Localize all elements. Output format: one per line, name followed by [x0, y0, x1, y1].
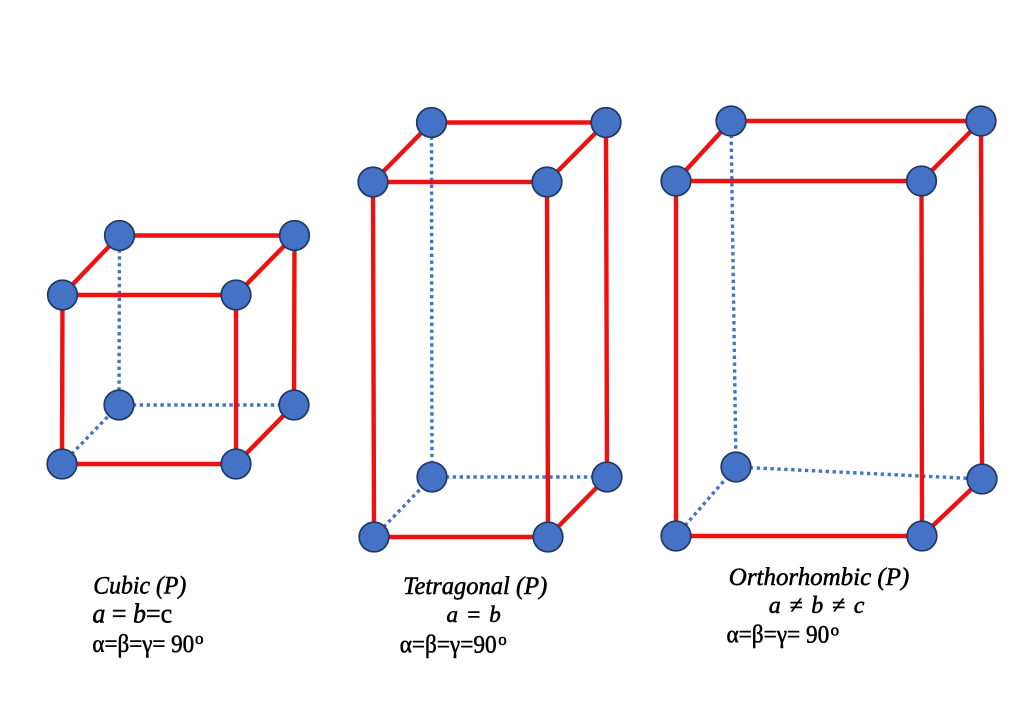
svg-text:a = b=c: a = b=c — [92, 599, 172, 629]
svg-text:a ≠ b ≠ c: a ≠ b ≠ c — [769, 593, 865, 619]
svg-text:a = b: a = b — [447, 602, 501, 627]
svg-text:Orthorhombic (P): Orthorhombic (P) — [729, 562, 910, 591]
svg-text:α=β=γ= 90: α=β=γ= 90 — [92, 629, 194, 658]
svg-text:o: o — [195, 629, 204, 648]
svg-text:Tetragonal (P): Tetragonal (P) — [403, 571, 547, 600]
svg-text:o: o — [831, 621, 840, 640]
svg-text:α=β=γ=90: α=β=γ=90 — [400, 629, 497, 658]
svg-text:α=β=γ= 90: α=β=γ= 90 — [727, 619, 830, 648]
svg-text:o: o — [498, 630, 507, 649]
svg-text:Cubic (P): Cubic (P) — [93, 570, 186, 599]
